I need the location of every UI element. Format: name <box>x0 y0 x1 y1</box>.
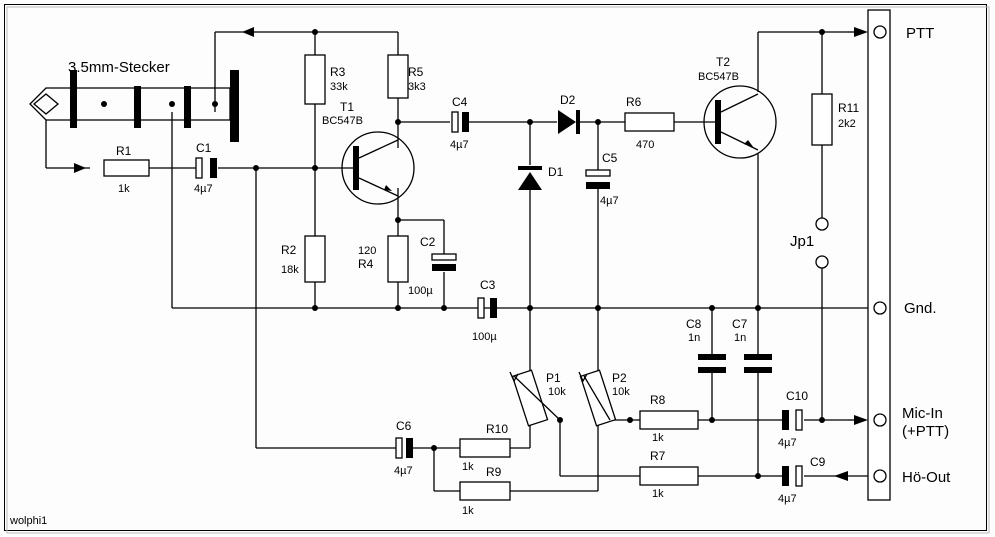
arrow-icon <box>854 27 868 37</box>
jumper-jp1 <box>815 217 829 269</box>
r5-value: 3k3 <box>408 81 426 93</box>
connector-title: 3.5mm-Stecker <box>68 59 170 76</box>
c6-value: 4µ7 <box>394 465 413 477</box>
r1-name: R1 <box>116 144 132 158</box>
r2-name: R2 <box>281 243 297 257</box>
r6-value: 470 <box>636 139 654 151</box>
junctions <box>253 29 825 479</box>
c5-value: 4µ7 <box>600 195 619 207</box>
r8-name: R8 <box>650 393 666 407</box>
wires <box>45 31 868 492</box>
c7-value: 1n <box>734 332 746 344</box>
c2-value: 100µ <box>408 285 433 297</box>
mic-in-terminal <box>873 413 887 427</box>
c10-value: 4µ7 <box>778 437 797 449</box>
c1-name: C1 <box>196 141 212 155</box>
p2-name: P2 <box>612 371 627 385</box>
r6-name: R6 <box>626 95 642 109</box>
resistor-r8 <box>639 410 699 430</box>
arrow-icon <box>242 27 254 37</box>
jack-plug <box>29 70 239 142</box>
r9-name: R9 <box>486 465 502 479</box>
arrow-icon <box>834 471 848 481</box>
gnd-label: Gnd. <box>904 300 937 317</box>
p1-name: P1 <box>546 371 561 385</box>
t1-name: T1 <box>340 100 354 114</box>
t2-type: BC547B <box>698 71 739 83</box>
arrow-icon <box>854 415 868 425</box>
d1-name: D1 <box>548 165 564 179</box>
author-label: wolphi1 <box>9 515 47 527</box>
transistor-t2 <box>703 85 777 159</box>
p2-value: 10k <box>612 386 630 398</box>
c9-value: 4µ7 <box>778 493 797 505</box>
r10-value: 1k <box>462 461 474 473</box>
c10-name: C10 <box>786 389 808 403</box>
resistor-r2 <box>304 235 326 283</box>
mic-in-label: Mic-In <box>902 405 943 422</box>
resistor-r11 <box>811 93 833 146</box>
c7-name: C7 <box>732 317 748 331</box>
resistor-r5 <box>387 54 409 99</box>
c1-value: 4µ7 <box>194 183 213 195</box>
capacitors <box>195 111 803 487</box>
mic-in-note: (+PTT) <box>902 423 949 440</box>
c5-name: C5 <box>602 151 618 165</box>
c6-name: C6 <box>396 419 412 433</box>
terminal-strip <box>867 9 891 501</box>
r11-name: R11 <box>838 101 859 115</box>
labels: 3.5mm-Stecker R1 1k C1 4µ7 R3 33k R5 3k3… <box>9 25 951 527</box>
jp1-name: Jp1 <box>790 233 814 250</box>
c8-value: 1n <box>688 332 700 344</box>
resistors <box>103 54 833 501</box>
ptt-label: PTT <box>906 25 934 42</box>
c4-name: C4 <box>452 95 468 109</box>
d2-name: D2 <box>560 93 576 107</box>
resistor-r7 <box>639 466 699 486</box>
c8-name: C8 <box>686 317 702 331</box>
diodes <box>518 110 580 190</box>
resistor-r9 <box>459 481 511 501</box>
c9-name: C9 <box>810 455 826 469</box>
pot-p1 <box>511 369 549 427</box>
gnd-terminal <box>873 301 887 315</box>
r4-value: 120 <box>358 245 376 257</box>
r5-name: R5 <box>408 65 424 79</box>
r7-name: R7 <box>650 449 666 463</box>
r3-value: 33k <box>330 81 348 93</box>
frame <box>4 4 987 531</box>
r4-name: R4 <box>358 257 374 271</box>
r3-name: R3 <box>330 65 346 79</box>
potentiometers <box>509 369 617 427</box>
resistor-r1 <box>103 159 150 177</box>
transistor-t1 <box>341 131 415 205</box>
r8-value: 1k <box>652 432 664 444</box>
resistor-r4 <box>387 235 409 283</box>
t2-name: T2 <box>716 55 730 69</box>
r11-value: 2k2 <box>838 118 856 130</box>
r10-name: R10 <box>486 422 508 436</box>
resistor-r6 <box>624 112 675 132</box>
p1-value: 10k <box>548 386 566 398</box>
r9-value: 1k <box>462 505 474 517</box>
diode-d2 <box>558 110 576 134</box>
diode-d1 <box>518 172 542 190</box>
c4-value: 4µ7 <box>450 139 469 151</box>
t1-type: BC547B <box>322 115 363 127</box>
r1-value: 1k <box>118 183 130 195</box>
r2-value: 18k <box>281 264 299 276</box>
frame-shadow <box>6 6 990 534</box>
c2-name: C2 <box>420 235 436 249</box>
c3-value: 100µ <box>472 331 497 343</box>
resistor-r10 <box>459 438 511 458</box>
ho-out-terminal <box>873 469 887 483</box>
c3-name: C3 <box>480 278 496 292</box>
ho-out-label: Hö-Out <box>902 469 951 486</box>
ptt-terminal <box>873 25 887 39</box>
arrow-icon <box>74 163 86 173</box>
resistor-r3 <box>304 54 326 105</box>
r7-value: 1k <box>652 488 664 500</box>
